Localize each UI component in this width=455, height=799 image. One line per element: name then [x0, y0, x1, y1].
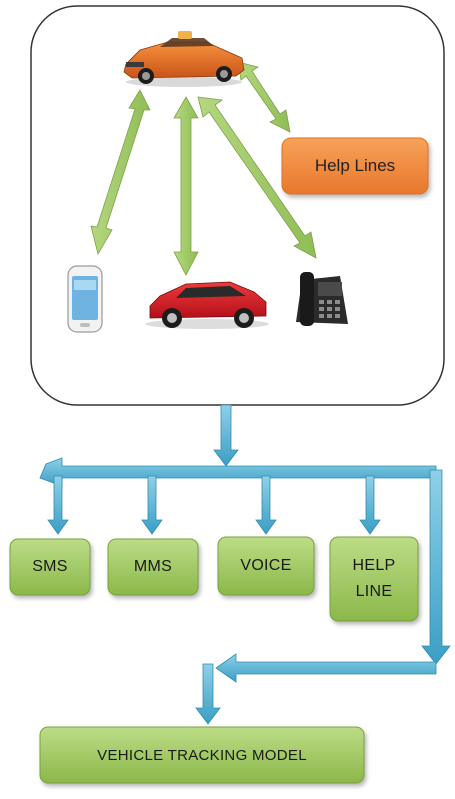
help-line-label-line2: LINE: [355, 583, 393, 600]
bus-bar: [39, 457, 437, 487]
vehicle-tracking-model-label: VEHICLE TRACKING MODEL: [97, 746, 307, 764]
sms-label: SMS: [32, 558, 68, 575]
arrow-car-to-help-lines: [237, 61, 291, 133]
help-line-label: HELP LINE: [330, 537, 418, 621]
voice-box: [217, 536, 315, 596]
arrow-to-sms: [47, 475, 69, 535]
sms-box: [9, 538, 91, 596]
red-car-icon: [145, 281, 269, 329]
sports-car-icon: [123, 31, 245, 87]
smartphone-icon: [67, 265, 103, 333]
desk-phone-icon: [296, 272, 348, 326]
arrow-car-to-smartphone: [90, 89, 151, 256]
arrow-to-mms: [141, 475, 163, 535]
mms-box: [107, 538, 199, 596]
help-line-box: [329, 536, 419, 622]
blue-arrow-network: [39, 404, 451, 725]
arrow-return-left: [215, 653, 437, 683]
arrow-right-down: [421, 469, 451, 665]
help-lines-box: [281, 137, 429, 195]
green-boxes: [9, 536, 419, 784]
green-double-arrows: [90, 61, 317, 276]
arrow-to-vehicle-tracking: [195, 663, 221, 725]
vehicle-tracking-model-box: [39, 726, 365, 784]
arrow-to-help-line: [359, 475, 381, 535]
help-lines-label: Help Lines: [314, 156, 396, 175]
arrow-to-voice: [255, 475, 277, 535]
voice-label: VOICE: [240, 557, 292, 574]
mms-label: MMS: [133, 558, 173, 575]
arrow-car-to-desk-phone: [197, 96, 317, 259]
arrow-panel-down: [213, 404, 239, 467]
arrow-car-to-red-car: [173, 96, 199, 276]
help-line-label-line1: HELP: [352, 557, 396, 574]
